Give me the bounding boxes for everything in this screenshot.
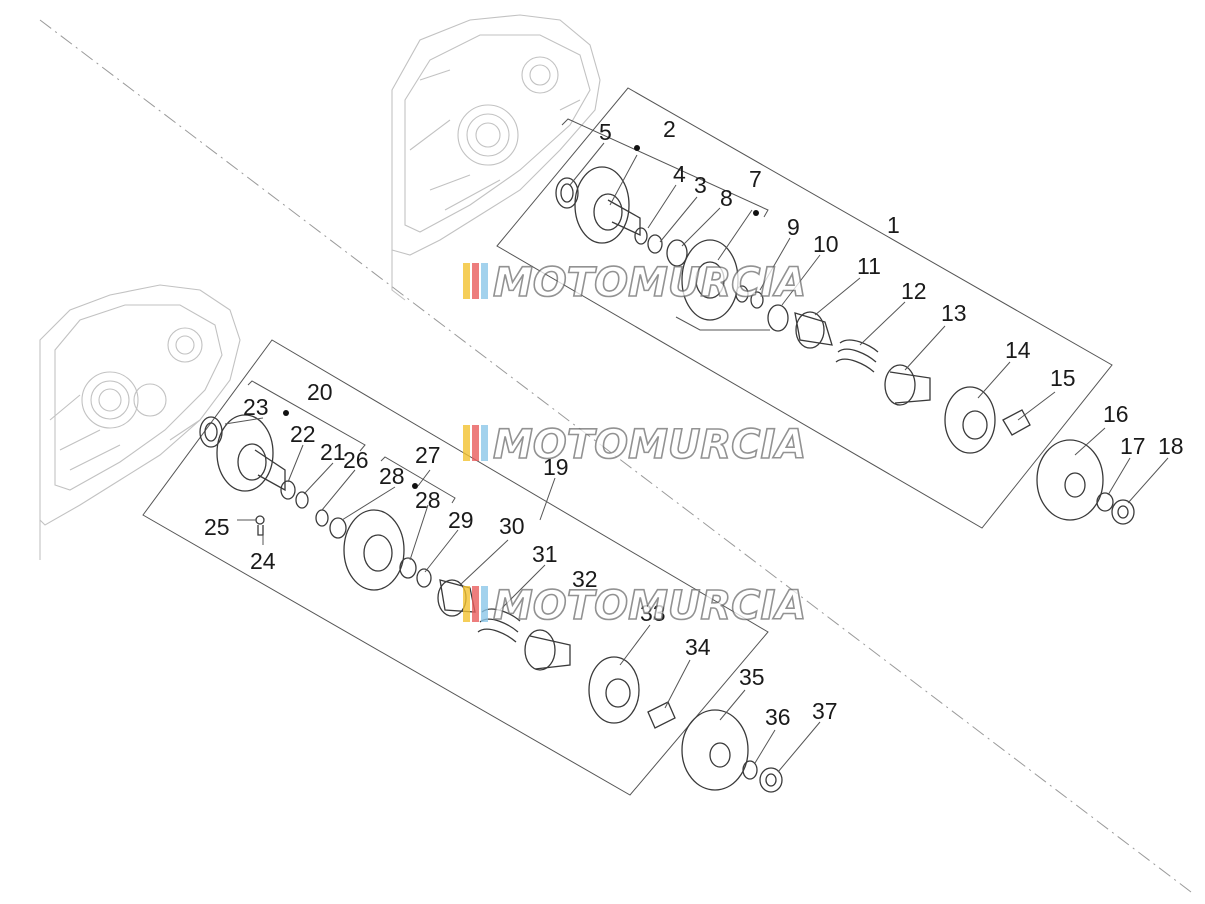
callout-28b: 28	[415, 487, 441, 513]
callout-3: 3	[694, 172, 707, 198]
watermark-text: MOTOMURCIA	[493, 583, 806, 629]
subgroup-bracket-2	[561, 118, 769, 218]
subgroup-bracket-27	[380, 456, 456, 504]
callout-7: 7	[749, 166, 762, 192]
axis-line	[39, 19, 1196, 896]
callout-11: 11	[857, 253, 881, 279]
subgroup-bracket-20	[247, 380, 366, 452]
watermark-middle: MOTOMURCIA	[463, 421, 807, 469]
watermark-top: MOTOMURCIA	[463, 259, 807, 307]
callout-27: 27	[415, 442, 441, 468]
callout-5: 5	[599, 119, 612, 145]
assembly-frame-lower	[142, 339, 769, 796]
callout-15: 15	[1050, 365, 1076, 391]
callout-33: 33	[640, 600, 666, 626]
watermark-bottom: MOTOMURCIA	[463, 582, 807, 630]
callout-8: 8	[720, 185, 733, 211]
callout-13: 13	[941, 300, 967, 326]
callout-9: 9	[787, 214, 800, 240]
callout-36: 36	[765, 704, 791, 730]
crankcase-upper	[391, 14, 601, 301]
callout-labels: 1 2 3 4 5 7 8 9 10 11 12 13 14 15 16 17 …	[204, 116, 1184, 730]
callout-23: 23	[243, 394, 269, 420]
crankcase-lower	[39, 284, 241, 560]
subgroup-dot-27	[412, 483, 418, 489]
callout-16: 16	[1103, 401, 1129, 427]
callout-32: 32	[572, 566, 598, 592]
callout-31: 31	[532, 541, 558, 567]
callout-4: 4	[673, 161, 686, 187]
callout-20: 20	[307, 379, 333, 405]
subgroup-dot-7	[753, 210, 759, 216]
watermark-text: MOTOMURCIA	[493, 422, 806, 468]
callout-2: 2	[663, 116, 676, 142]
callout-26: 26	[343, 447, 369, 473]
callout-18: 18	[1158, 433, 1184, 459]
callout-17: 17	[1120, 433, 1146, 459]
callout-19: 19	[543, 454, 569, 480]
callout-37: 37	[812, 698, 838, 724]
leader-lines	[224, 142, 1169, 773]
callout-12: 12	[901, 278, 927, 304]
watermark-text: MOTOMURCIA	[493, 260, 806, 306]
lower-assembly	[199, 414, 783, 793]
callout-21: 21	[320, 439, 346, 465]
subgroup-dot-2	[634, 145, 640, 151]
callout-14: 14	[1005, 337, 1031, 363]
callout-29: 29	[448, 507, 474, 533]
subgroup-bracket-7	[675, 316, 770, 331]
upper-assembly	[555, 166, 1135, 525]
callout-1: 1	[887, 212, 900, 238]
callout-24: 24	[250, 548, 276, 574]
callout-10: 10	[813, 231, 839, 257]
callout-28a: 28	[379, 463, 405, 489]
callout-34: 34	[685, 634, 711, 660]
callout-35: 35	[739, 664, 765, 690]
callout-25: 25	[204, 514, 230, 540]
callout-22: 22	[290, 421, 316, 447]
assembly-frame-upper	[496, 87, 1113, 529]
subgroup-dot-20	[283, 410, 289, 416]
callout-30: 30	[499, 513, 525, 539]
